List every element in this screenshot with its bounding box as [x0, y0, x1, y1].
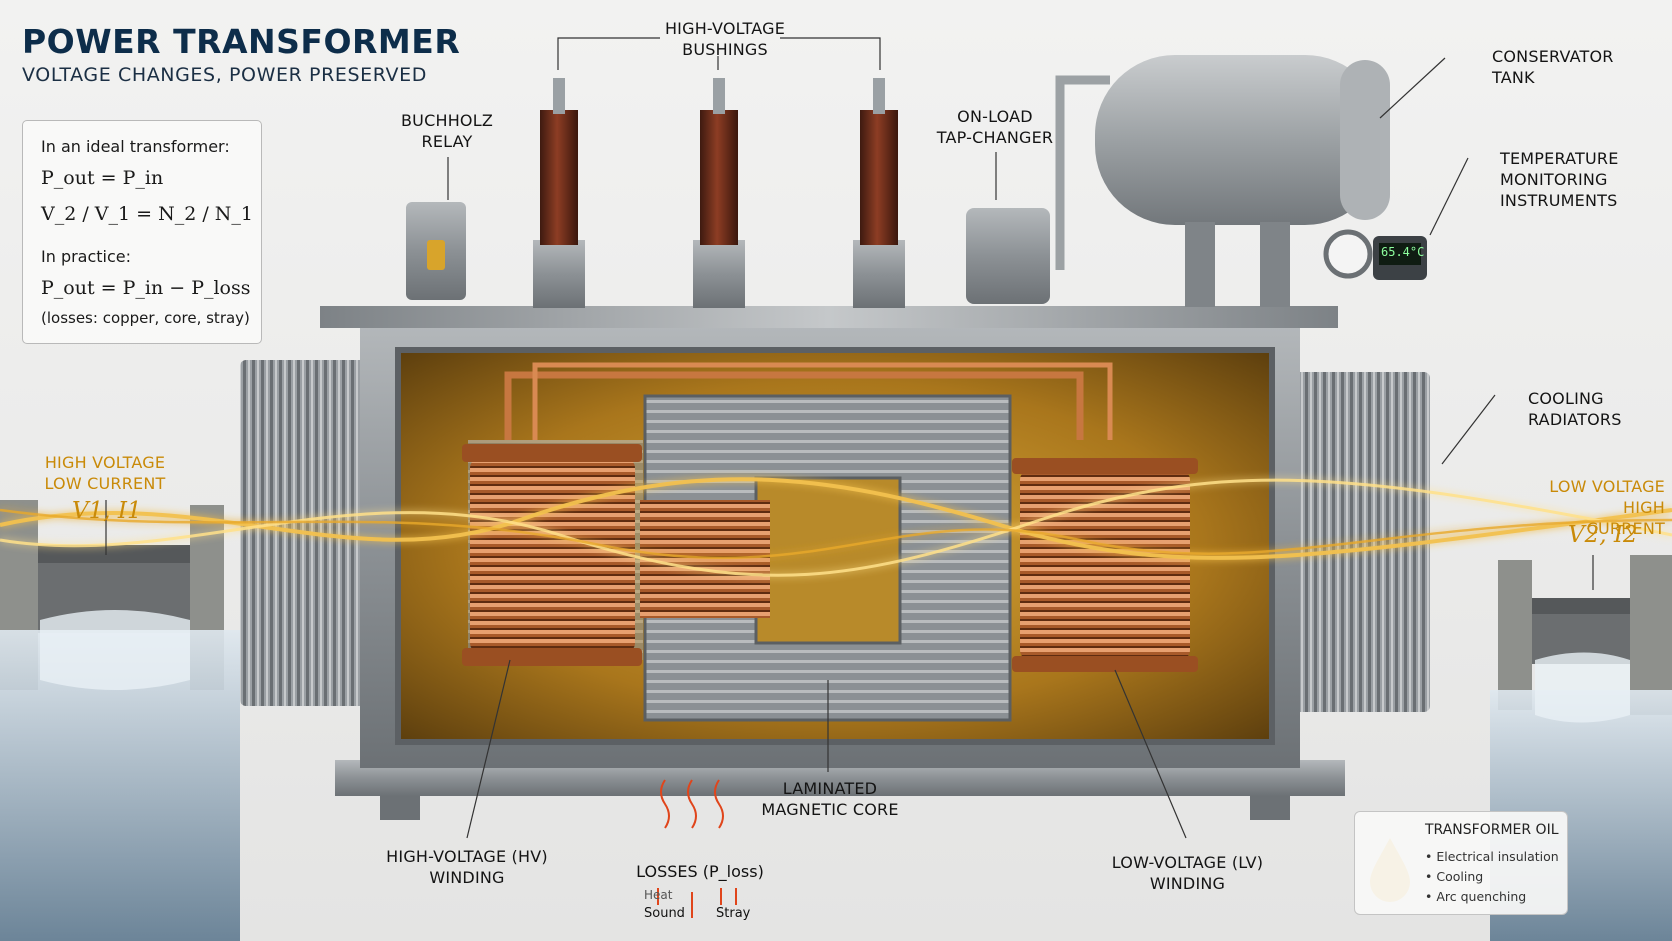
input-variables: V1, I1: [72, 498, 142, 524]
equations-panel: In an ideal transformer: P_out = P_in V_…: [22, 120, 262, 344]
temperature-readout: 65.4°C: [1381, 245, 1425, 259]
losses-heat: Heat: [644, 888, 673, 902]
oil-item: • Electrical insulation: [1425, 849, 1559, 864]
tap-changer-shape: [966, 208, 1050, 304]
ideal-heading: In an ideal transformer:: [41, 137, 230, 156]
transformer-oil-panel: TRANSFORMER OIL • Electrical insulation …: [1354, 811, 1568, 915]
page-subtitle: VOLTAGE CHANGES, POWER PRESERVED: [22, 64, 427, 86]
oil-panel-title: TRANSFORMER OIL: [1425, 822, 1559, 838]
leader-lines: [105, 37, 1594, 839]
equation-with-losses: P_out = P_in − P_loss: [41, 277, 251, 299]
label-lv-winding: LOW-VOLTAGE (LV)WINDING: [1111, 853, 1264, 893]
loss-arrows: [657, 779, 737, 918]
hv-winding-shape: [462, 444, 770, 666]
output-variables: V2, I2: [1568, 522, 1638, 548]
dial-gauge: [1323, 229, 1373, 279]
losses-note: (losses: copper, core, stray): [41, 309, 250, 327]
left-dam: [0, 500, 240, 941]
practice-heading: In practice:: [41, 247, 132, 266]
energy-flow: [0, 477, 1672, 577]
losses-stray: Stray: [716, 906, 751, 921]
bushings-shape: [533, 78, 905, 308]
page-title: POWER TRANSFORMER: [22, 22, 461, 61]
losses-sound: Sound: [644, 906, 685, 921]
losses-title: LOSSES (P_loss): [636, 862, 764, 881]
oil-item: • Arc quenching: [1425, 889, 1527, 904]
conservator-shape: [1055, 55, 1390, 307]
lv-winding-shape: [1012, 458, 1198, 672]
equation-turns-ratio: V_2 / V_1 = N_2 / N_1: [41, 203, 254, 225]
label-hv-winding: HIGH-VOLTAGE (HV)WINDING: [386, 847, 548, 887]
oil-item: • Cooling: [1425, 869, 1484, 884]
equation-power-balance: P_out = P_in: [41, 167, 164, 189]
